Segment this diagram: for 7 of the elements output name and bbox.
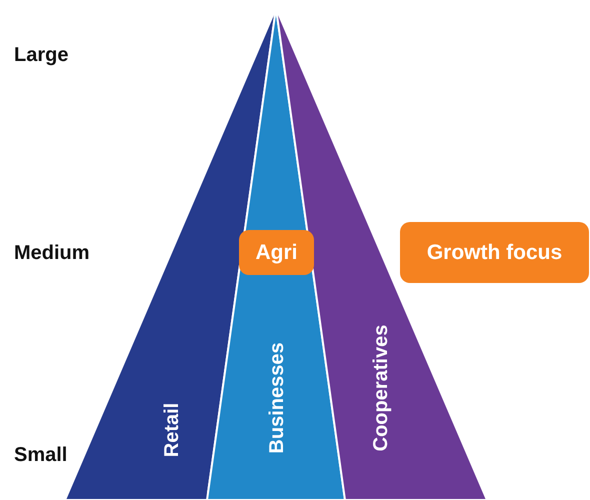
size-level-label: Medium — [14, 243, 90, 263]
segment-label: Cooperatives — [371, 324, 391, 452]
segment-label: Businesses — [267, 342, 287, 454]
highlight-badge: Growth focus — [400, 222, 589, 283]
size-level-label: Large — [14, 45, 68, 65]
segment-label: Retail — [162, 402, 182, 458]
size-level-label: Small — [14, 445, 68, 465]
